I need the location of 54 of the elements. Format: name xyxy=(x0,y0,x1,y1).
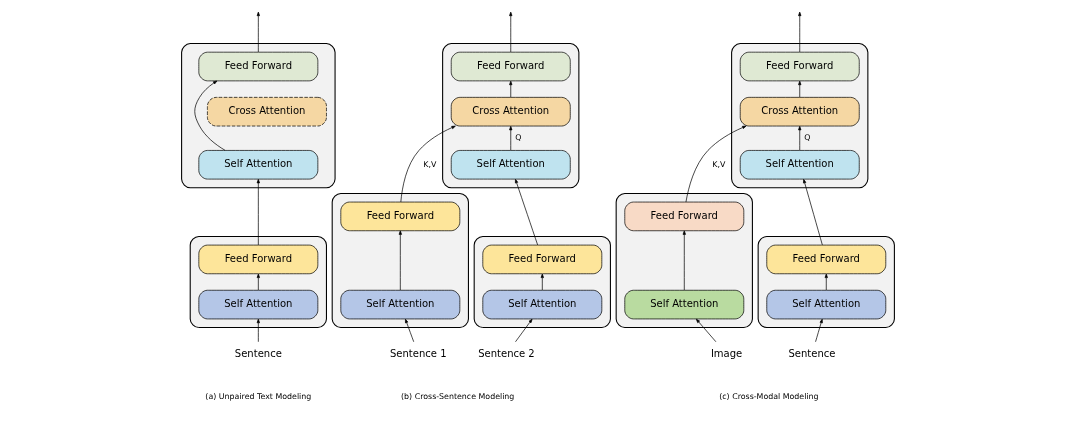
cluster xyxy=(731,43,869,189)
node-box: Feed Forward xyxy=(739,51,860,82)
node-box: Feed Forward xyxy=(198,51,319,82)
node-box: Feed Forward xyxy=(340,201,461,232)
arrow xyxy=(685,125,747,203)
node-text: Sentence 1 xyxy=(389,348,447,360)
arrow xyxy=(515,318,533,343)
arrow xyxy=(398,230,402,291)
node-box: Self Attention xyxy=(766,289,887,320)
arrow xyxy=(815,318,823,343)
cluster xyxy=(473,235,611,329)
arrow xyxy=(509,80,513,98)
node-box: Self Attention xyxy=(450,150,571,180)
node-box: Feed Forward xyxy=(624,201,745,232)
node-box: Self Attention xyxy=(482,289,603,320)
cluster xyxy=(442,43,580,189)
arrow xyxy=(509,125,513,151)
arrow xyxy=(256,273,260,291)
arrow xyxy=(256,318,260,343)
node-box: Cross Attention xyxy=(450,97,571,127)
arrow xyxy=(695,318,717,343)
cluster xyxy=(189,235,327,329)
node-box: Self Attention xyxy=(340,289,461,320)
node-box: Self Attention xyxy=(198,150,319,180)
arrow xyxy=(540,273,544,291)
arrow xyxy=(509,11,513,53)
node-box: Feed Forward xyxy=(450,51,571,82)
arrow xyxy=(798,80,802,98)
node-box: Self Attention xyxy=(624,289,745,320)
node-box: Feed Forward xyxy=(198,244,319,275)
arrow xyxy=(256,11,260,53)
node-text: Sentence 2 xyxy=(478,348,535,360)
arrow xyxy=(194,80,226,151)
node-box: Cross Attention xyxy=(207,97,327,127)
arrow xyxy=(803,178,823,246)
node-text: Image xyxy=(710,348,743,360)
arrow xyxy=(405,318,415,343)
arrow xyxy=(515,178,538,246)
node-box: Self Attention xyxy=(198,289,319,320)
arrow xyxy=(682,230,686,291)
arrow xyxy=(798,125,802,151)
node-text: Sentence xyxy=(234,348,282,360)
node-box: Feed Forward xyxy=(482,244,603,275)
cluster xyxy=(181,43,336,189)
arrow xyxy=(400,125,456,203)
cluster xyxy=(331,192,469,329)
node-text: Sentence xyxy=(788,348,836,360)
node-box: Feed Forward xyxy=(766,244,887,275)
cluster xyxy=(757,235,895,329)
cluster xyxy=(615,192,753,329)
arrow xyxy=(256,178,260,246)
arrow xyxy=(824,273,828,291)
node-box: Self Attention xyxy=(739,150,860,180)
arrow xyxy=(798,11,802,53)
